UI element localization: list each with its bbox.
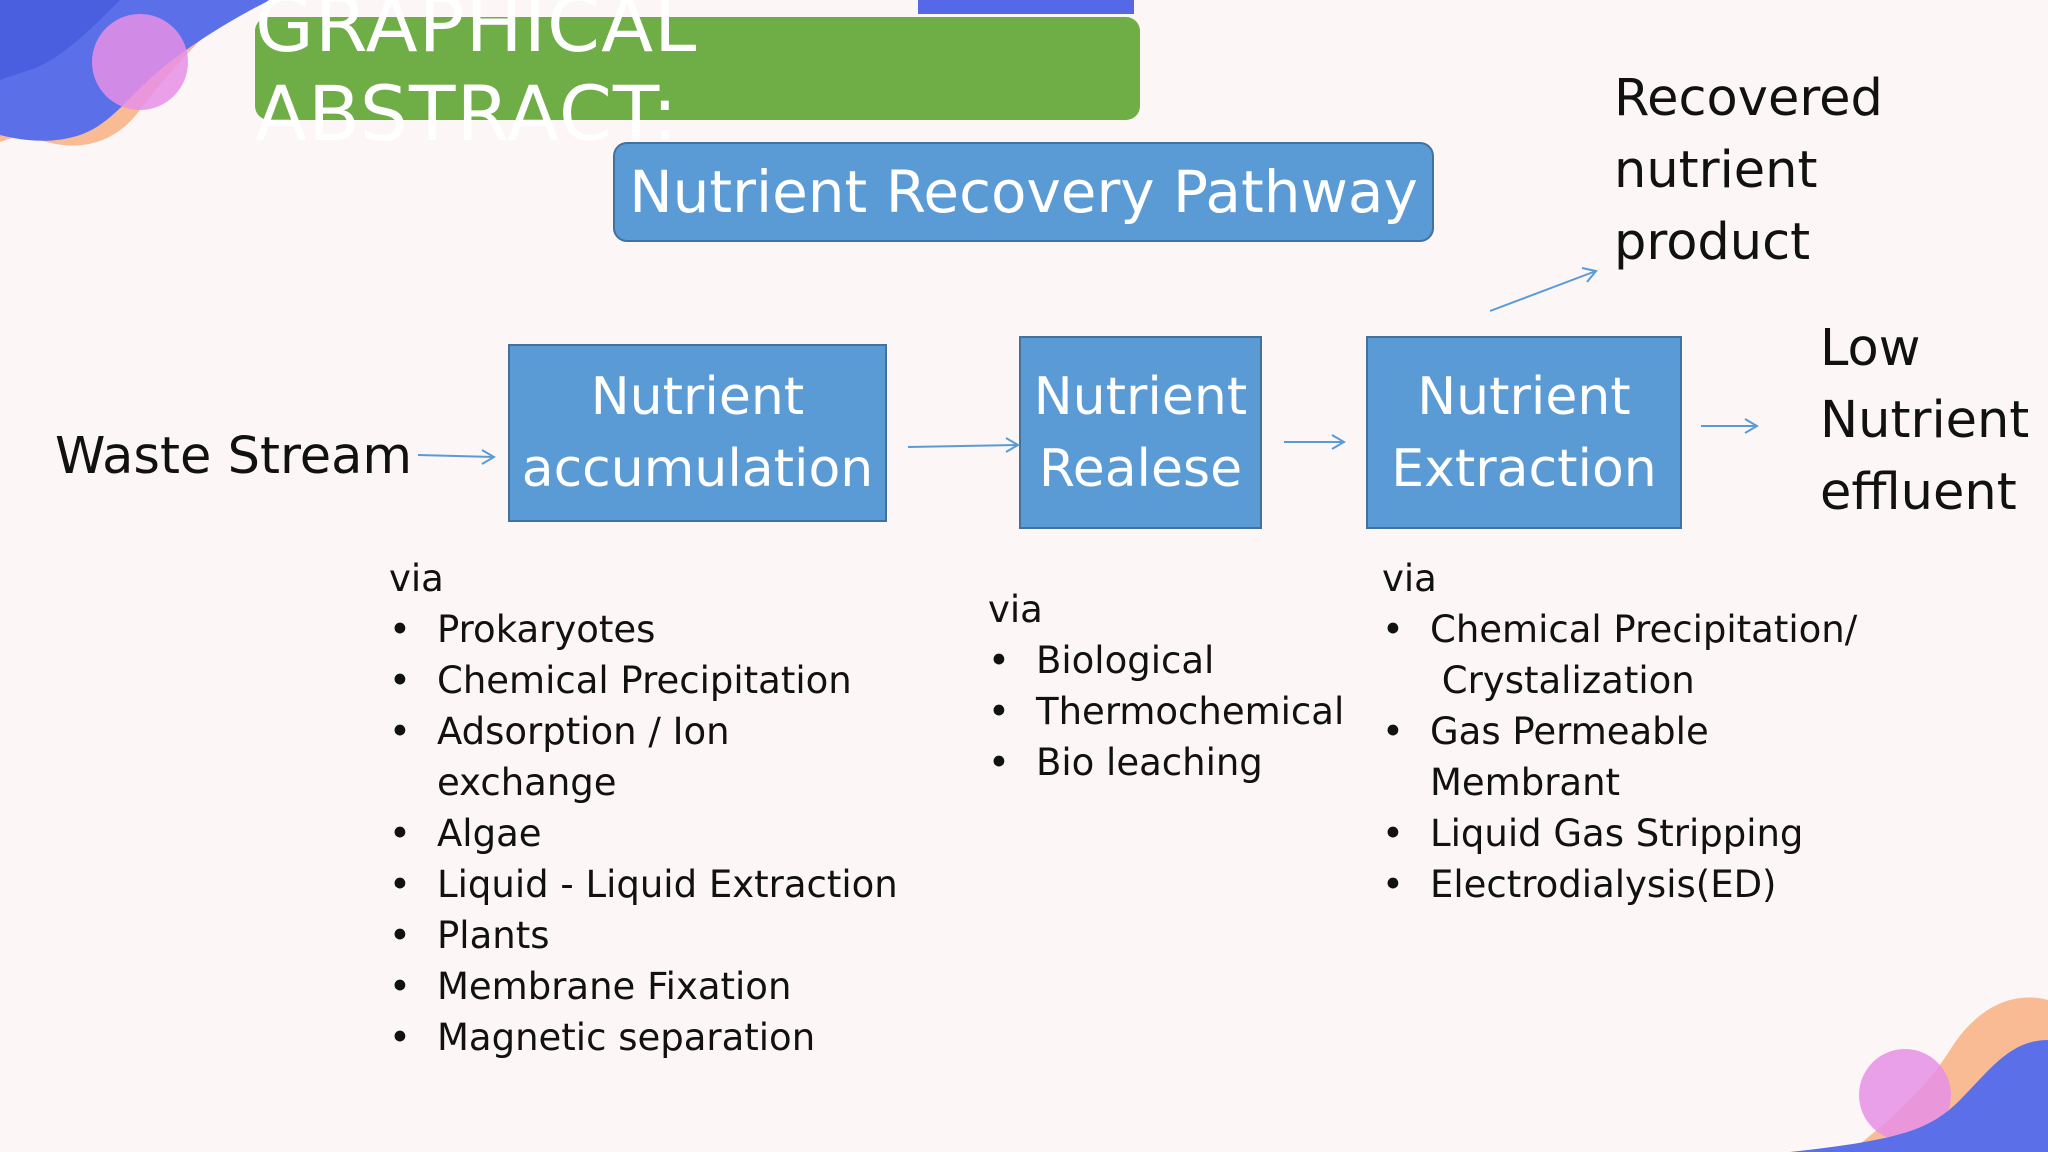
method-item-text: Chemical Precipitation [437, 659, 852, 702]
pathway-subtitle: Nutrient Recovery Pathway [613, 142, 1434, 242]
accumulation-method-list: ProkaryotesChemical PrecipitationAdsorpt… [389, 604, 898, 1063]
release-method-list: BiologicalThermochemicalBio leaching [988, 635, 1344, 788]
method-item-text: Membrane Fixation [437, 965, 792, 1008]
low-nutrient-effluent-label: Low Nutrient effluent [1820, 313, 2029, 529]
stage-release-line2: Realese [1038, 438, 1243, 499]
top-left-wave [0, 0, 270, 146]
method-item: Adsorption / Ion exchange [389, 706, 898, 808]
method-item: Prokaryotes [389, 604, 898, 655]
subtitle-text: Nutrient Recovery Pathway [629, 158, 1418, 226]
accumulation-methods: via ProkaryotesChemical PrecipitationAds… [389, 553, 898, 1063]
effluent-line1: Low [1820, 319, 1921, 378]
method-item: Plants [389, 910, 898, 961]
effluent-line3: effluent [1820, 463, 2017, 522]
method-item: Electrodialysis(ED) [1382, 859, 1857, 910]
recovered-line2: nutrient [1614, 141, 1818, 200]
method-item: Magnetic separation [389, 1012, 898, 1063]
release-via-label: via [988, 588, 1043, 631]
extraction-method-list: Chemical Precipitation/ CrystalizationGa… [1382, 604, 1857, 910]
method-item: Bio leaching [988, 737, 1344, 788]
method-item-text: Gas Permeable [1430, 710, 1709, 753]
stage-release-line1: Nutrient [1033, 366, 1248, 427]
method-item-continuation: Crystalization [1430, 659, 1695, 702]
method-item-continuation: Membrant [1430, 761, 1621, 804]
method-item: Algae [389, 808, 898, 859]
stage-extraction-line1: Nutrient [1417, 366, 1631, 427]
graphical-abstract-title: GRAPHICAL ABSTRACT: [255, 0, 1140, 158]
top-accent-strip [918, 0, 1134, 14]
method-item-text: Prokaryotes [437, 608, 656, 651]
method-item-text: Adsorption / Ion [437, 710, 730, 753]
method-item-continuation: exchange [437, 761, 617, 804]
method-item: Biological [988, 635, 1344, 686]
effluent-line2: Nutrient [1820, 391, 2030, 450]
method-item-text: Algae [437, 812, 542, 855]
method-item-text: Thermochemical [1036, 690, 1345, 733]
method-item: Liquid Gas Stripping [1382, 808, 1857, 859]
title-text: GRAPHICAL ABSTRACT: [255, 0, 698, 158]
stage-nutrient-extraction: Nutrient Extraction [1366, 336, 1682, 529]
stage-accumulation-line1: Nutrient [590, 367, 805, 427]
method-item-text: Chemical Precipitation/ [1430, 608, 1858, 651]
method-item: Liquid - Liquid Extraction [389, 859, 898, 910]
method-item-text: Liquid - Liquid Extraction [437, 863, 898, 906]
recovered-line3: product [1614, 213, 1811, 272]
release-methods: via BiologicalThermochemicalBio leaching [988, 584, 1344, 788]
method-item-text: Magnetic separation [437, 1016, 816, 1059]
waste-stream-label: Waste Stream [55, 427, 413, 486]
extraction-via-label: via [1382, 557, 1437, 600]
method-item: Thermochemical [988, 686, 1344, 737]
method-item: Membrane Fixation [389, 961, 898, 1012]
method-item: Chemical Precipitation [389, 655, 898, 706]
method-item-text: Electrodialysis(ED) [1430, 863, 1777, 906]
extraction-methods: via Chemical Precipitation/ Crystalizati… [1382, 553, 1857, 910]
method-item: Chemical Precipitation/ Crystalization [1382, 604, 1857, 706]
recovered-product-label: Recovered nutrient product [1614, 63, 1883, 279]
method-item-text: Liquid Gas Stripping [1430, 812, 1804, 855]
stage-extraction-line2: Extraction [1391, 438, 1657, 499]
stage-nutrient-accumulation: Nutrient accumulation [508, 344, 887, 522]
accumulation-via-label: via [389, 557, 444, 600]
stage-accumulation-line2: accumulation [521, 439, 874, 499]
method-item-text: Biological [1036, 639, 1215, 682]
stage-nutrient-release: Nutrient Realese [1019, 336, 1262, 529]
method-item-text: Bio leaching [1036, 741, 1263, 784]
bottom-right-wave [1790, 997, 2048, 1152]
recovered-line1: Recovered [1614, 69, 1883, 128]
method-item-text: Plants [437, 914, 550, 957]
